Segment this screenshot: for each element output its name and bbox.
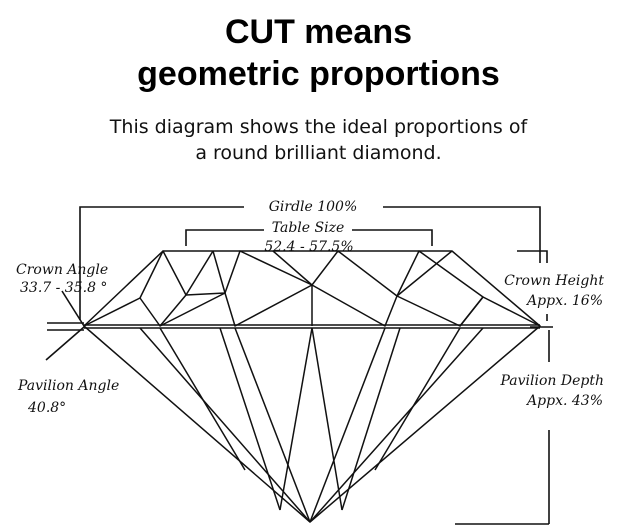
table-bracket-right xyxy=(352,229,433,246)
pavilion-angle-line xyxy=(45,326,85,361)
table-size-label: Table Size xyxy=(272,220,345,236)
table-range-label: 52.4 - 57.5% xyxy=(264,239,353,255)
pavilion-facet-10 xyxy=(341,327,401,511)
pavilion-facet-8 xyxy=(309,327,484,523)
pavilion-depth-label: Pavilion Depth xyxy=(500,373,605,389)
crown-angle-value: 33.7 - 35.8 ° xyxy=(20,280,107,296)
pavilion-angle-label: Pavilion Angle xyxy=(17,378,119,394)
pavilion-facet-4 xyxy=(279,327,313,511)
pavilion-facet-9 xyxy=(219,327,281,511)
pavilion-angle-value: 40.8° xyxy=(27,400,66,416)
girdle-label: Girdle 100% xyxy=(269,199,358,215)
crown-height-label: Crown Height xyxy=(504,273,604,289)
table-bracket-left xyxy=(185,229,264,246)
pavilion-facet-1 xyxy=(139,327,311,523)
pavilion-facet-6 xyxy=(309,327,386,523)
pavilion-facet-3 xyxy=(234,327,311,523)
crown-height-value: Appx. 16% xyxy=(525,293,603,309)
crown-facet-b xyxy=(212,250,226,294)
crown-facet-c xyxy=(272,250,313,286)
crown-height-bracket xyxy=(517,250,548,263)
crown-facet-g xyxy=(459,296,484,327)
dimension-lines xyxy=(45,206,553,525)
pavilion-facet-2 xyxy=(159,327,246,471)
pavilion-facet-5 xyxy=(311,327,343,511)
title-line-2: geometric proportions xyxy=(137,55,500,93)
crown-angle-line xyxy=(61,290,85,327)
girdle-bracket xyxy=(79,206,244,320)
crown-angle-label: Crown Angle xyxy=(16,262,108,278)
title-line-1: CUT means xyxy=(224,13,413,51)
subtitle-line-1: This diagram shows the ideal proportions… xyxy=(109,116,528,138)
pavilion-depth-value: Appx. 43% xyxy=(525,393,603,409)
crown-facet-d xyxy=(396,250,453,297)
crown-facet-a xyxy=(185,250,214,296)
subtitle-line-2: a round brilliant diamond. xyxy=(195,142,442,164)
diamond-silhouette xyxy=(83,250,541,523)
diamond-outline xyxy=(83,250,541,523)
crown-facets-upper xyxy=(139,250,484,299)
girdle-bracket-right xyxy=(383,206,541,263)
crown-facet-e xyxy=(159,294,187,327)
pavilion-facet-7 xyxy=(374,327,461,471)
